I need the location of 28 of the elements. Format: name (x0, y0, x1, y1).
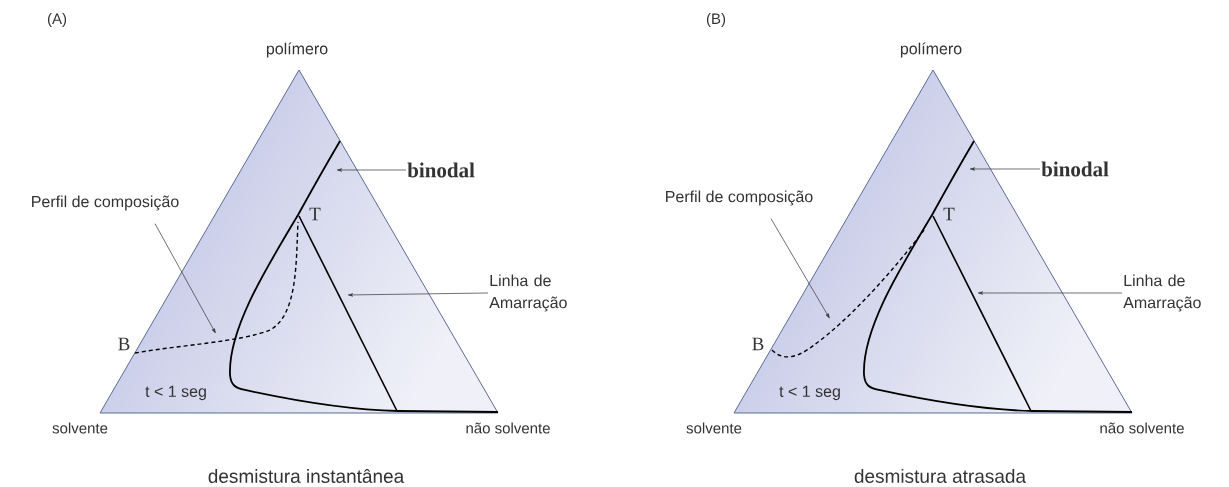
vertex-label: não solvente (1100, 422, 1184, 434)
vertex-label: polímero (266, 42, 328, 58)
panel-label: (A) (47, 13, 67, 27)
vertex-label: polímero (900, 42, 962, 58)
vertex-label: não solvente (466, 422, 550, 434)
time-label: t < 1 seg (779, 385, 840, 401)
leader-text: Linha de Amarração (489, 274, 567, 312)
point-label: B (118, 337, 130, 351)
leader-text: Perfil de composição (32, 195, 179, 211)
panel-label: (B) (706, 13, 726, 27)
leader-line (977, 291, 1123, 295)
leader-line (336, 168, 407, 172)
leader-text: Perfil de composição (666, 190, 813, 206)
point-label: T (309, 207, 321, 221)
vertex-label: solvente (686, 422, 742, 434)
point-label: T (943, 207, 955, 221)
caption: desmistura instantânea (208, 469, 405, 483)
leader-line (347, 292, 489, 297)
vertex-label: solvente (52, 422, 108, 434)
leader-text: binodal (407, 162, 475, 178)
leader-text: binodal (1041, 161, 1109, 177)
time-label: t < 1 seg (145, 385, 206, 401)
caption: desmistura atrasada (854, 469, 1027, 483)
leader-text: Linha de Amarração (1123, 274, 1201, 312)
leader-line (770, 218, 830, 319)
leader-line (154, 223, 216, 334)
leader-line (969, 167, 1041, 171)
point-label: B (752, 337, 764, 351)
